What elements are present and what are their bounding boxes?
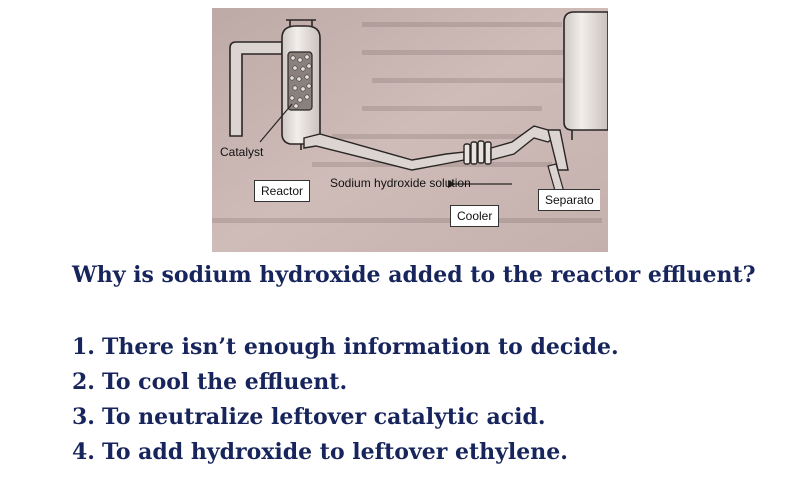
cooler-label: Cooler (450, 205, 500, 227)
answer-option-2[interactable]: 2. To cool the effluent. (72, 365, 619, 400)
catalyst-pointer (259, 103, 293, 143)
option-number: 1. (72, 334, 95, 360)
naoh-arrow (448, 180, 512, 188)
answer-option-1[interactable]: 1. There isn’t enough information to deci… (72, 330, 619, 365)
naoh-label: Sodium hydroxide solution (330, 176, 471, 190)
option-text: There isn’t enough information to decide… (102, 334, 619, 360)
answer-option-4[interactable]: 4. To add hydroxide to leftover ethylene. (72, 435, 619, 470)
option-text: To cool the effluent. (102, 369, 348, 395)
inlet-pipe (229, 41, 283, 137)
reactor-vessel (281, 19, 321, 150)
process-diagram: Catalyst Reactor Sodium hydroxide soluti… (212, 8, 608, 252)
separator-vessel (563, 11, 608, 140)
option-number: 4. (72, 439, 95, 465)
separator-bottom-pipe (547, 129, 569, 171)
option-number: 2. (72, 369, 95, 395)
reactor-label: Reactor (254, 180, 311, 202)
answer-options: 1. There isn’t enough information to deci… (72, 330, 619, 470)
catalyst-label: Catalyst (220, 145, 264, 159)
process-diagram-drawing (212, 8, 608, 252)
option-text: To add hydroxide to leftover ethylene. (102, 439, 568, 465)
answer-option-3[interactable]: 3. To neutralize leftover catalytic acid. (72, 400, 619, 435)
option-number: 3. (72, 404, 95, 430)
option-text: To neutralize leftover catalytic acid. (102, 404, 546, 430)
separator-label: Separato (538, 189, 600, 211)
question-text: Why is sodium hydroxide added to the rea… (72, 262, 756, 288)
cooler-coils (463, 140, 492, 165)
